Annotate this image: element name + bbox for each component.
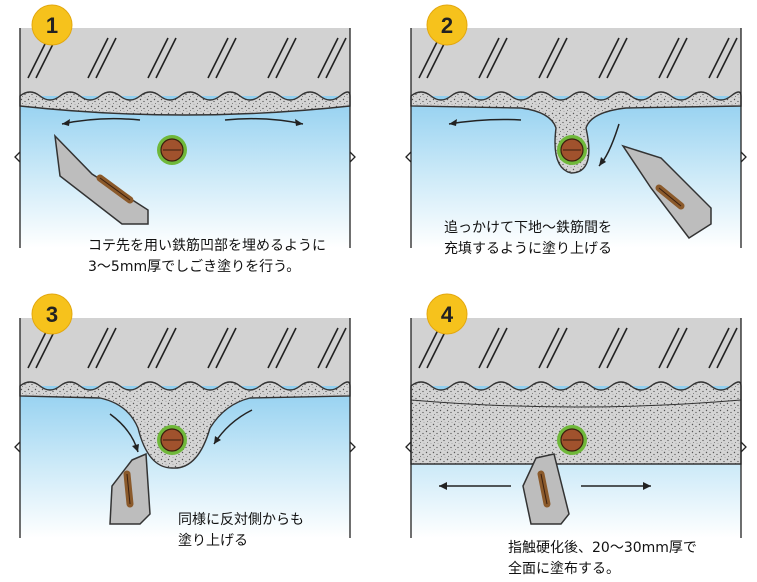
caption-step-4: 指触硬化後、20〜30mm厚で 全面に塗布する。 [508,538,697,580]
caption-step-3-line-1: 同様に反対側からも [178,512,304,528]
wavy-substrate [410,91,742,174]
panel-step-2 [405,28,747,248]
step-badge-1: 1 [31,4,73,46]
step-badge-4: 4 [426,293,468,335]
rebar [157,135,187,165]
trowel [53,133,149,225]
caption-step-2-line-2: 充填するように塗り上げる [444,241,612,257]
caption-step-3-line-2: 塗り上げる [178,533,248,549]
mortar-full-layer [410,381,742,465]
rebar [557,425,587,455]
hatch-lines [418,327,738,369]
step-number-3: 3 [46,302,58,327]
caption-step-1: コテ先を用い鉄筋凹部を埋めるように 3〜5mm厚でしごき塗りを行う。 [88,236,326,278]
rebar [557,135,587,165]
trowel [621,144,712,240]
caption-step-1-line-2: 3〜5mm厚でしごき塗りを行う。 [88,259,301,275]
wavy-substrate [19,381,351,469]
trowel [109,452,151,525]
panel-step-1 [14,28,356,248]
hatch-lines [27,327,347,369]
rebar [157,425,187,455]
step-badge-3: 3 [31,293,73,335]
step-number-4: 4 [441,302,454,327]
hatch-lines [27,37,347,79]
wavy-substrate [19,91,351,116]
caption-step-4-line-1: 指触硬化後、20〜30mm厚で [508,540,697,556]
panel-step-4 [405,318,747,538]
hatch-lines [418,37,738,79]
trowel [522,453,570,525]
caption-step-2-line-1: 追っかけて下地〜鉄筋間を [444,220,612,236]
step-number-1: 1 [46,13,58,38]
caption-step-3: 同様に反対側からも 塗り上げる [178,510,304,552]
step-number-2: 2 [441,13,453,38]
step-badge-2: 2 [426,4,468,46]
panel-step-3 [14,318,356,538]
concrete-slab [20,318,350,386]
caption-step-4-line-2: 全面に塗布する。 [508,561,620,577]
concrete-slab [20,28,350,96]
caption-step-2: 追っかけて下地〜鉄筋間を 充填するように塗り上げる [444,218,612,260]
caption-step-1-line-1: コテ先を用い鉄筋凹部を埋めるように [88,238,326,254]
